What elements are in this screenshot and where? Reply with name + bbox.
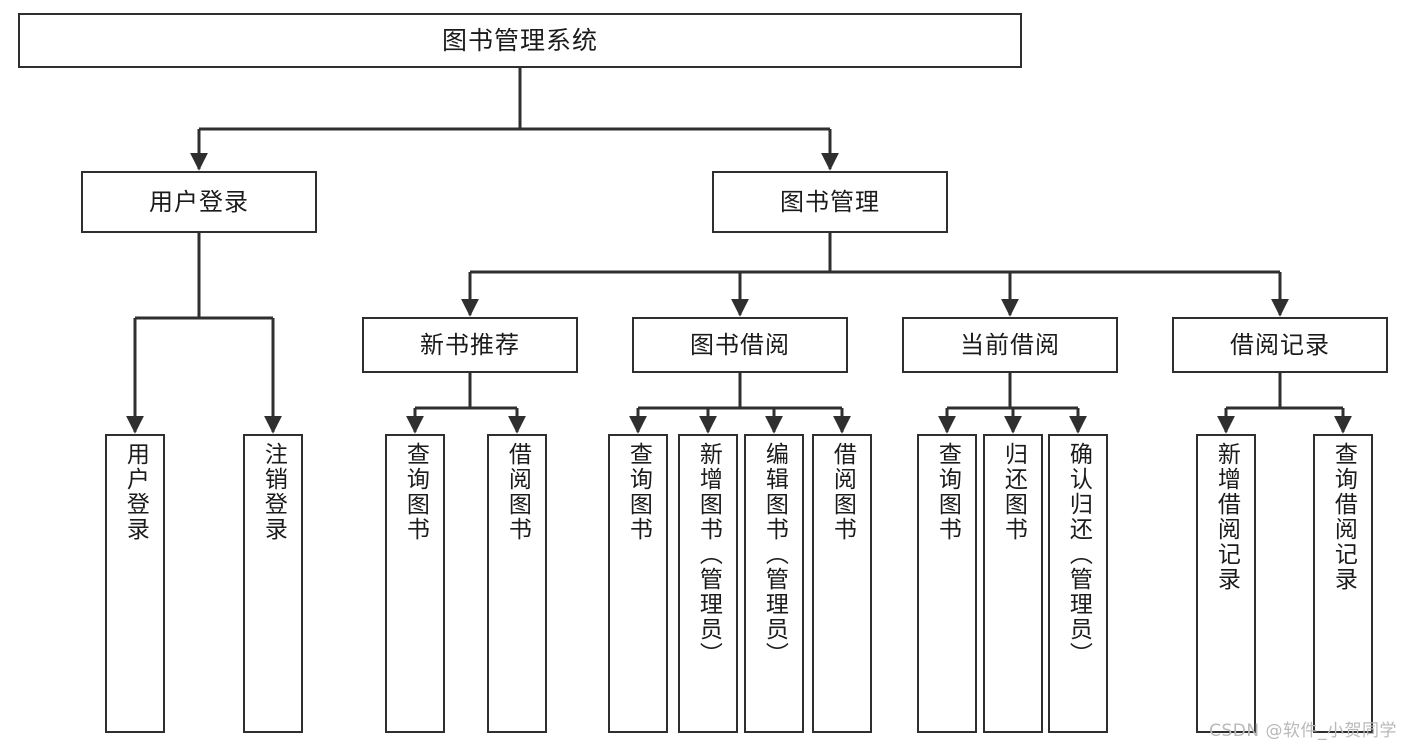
node-book-borrow[interactable]: 图书借阅 — [632, 317, 848, 373]
node-leaf-cb-query[interactable]: 查询图书 — [917, 434, 977, 733]
node-leaf-cb-confirm[interactable]: 确认归还（管理员） — [1048, 434, 1108, 733]
node-label: 查询图书 — [625, 442, 652, 542]
node-leaf-cb-return[interactable]: 归还图书 — [983, 434, 1043, 733]
node-leaf-br-add[interactable]: 新增借阅记录 — [1196, 434, 1256, 733]
node-book-manage[interactable]: 图书管理 — [712, 171, 948, 233]
node-new-book-rec[interactable]: 新书推荐 — [362, 317, 578, 373]
node-label: 查询借阅记录 — [1330, 442, 1357, 592]
node-label: 借阅图书 — [504, 442, 531, 542]
node-label: 确认归还（管理员） — [1065, 442, 1092, 667]
node-label: 当前借阅 — [960, 330, 1060, 359]
node-leaf-rec-borrow[interactable]: 借阅图书 — [487, 434, 547, 733]
node-leaf-rec-query[interactable]: 查询图书 — [385, 434, 445, 733]
node-leaf-bb-borrow[interactable]: 借阅图书 — [812, 434, 872, 733]
node-label: 归还图书 — [1000, 442, 1027, 542]
node-label: 编辑图书（管理员） — [761, 442, 788, 667]
node-root[interactable]: 图书管理系统 — [18, 13, 1022, 68]
node-label: 借阅图书 — [829, 442, 856, 542]
node-label: 注销登录 — [260, 442, 287, 542]
node-leaf-bb-edit[interactable]: 编辑图书（管理员） — [744, 434, 804, 733]
node-label: 用户登录 — [122, 442, 149, 542]
node-label: 查询图书 — [402, 442, 429, 542]
node-borrow-record[interactable]: 借阅记录 — [1172, 317, 1388, 373]
node-leaf-user-logout[interactable]: 注销登录 — [243, 434, 303, 733]
node-label: 图书管理 — [780, 187, 880, 216]
node-leaf-user-login[interactable]: 用户登录 — [105, 434, 165, 733]
node-label: 新增借阅记录 — [1213, 442, 1240, 592]
node-leaf-br-query[interactable]: 查询借阅记录 — [1313, 434, 1373, 733]
node-label: 用户登录 — [149, 187, 249, 216]
node-label: 新增图书（管理员） — [695, 442, 722, 667]
node-leaf-bb-query[interactable]: 查询图书 — [608, 434, 668, 733]
node-leaf-bb-add[interactable]: 新增图书（管理员） — [678, 434, 738, 733]
node-label: 图书借阅 — [690, 330, 790, 359]
node-current-borrow[interactable]: 当前借阅 — [902, 317, 1118, 373]
node-user-login[interactable]: 用户登录 — [81, 171, 317, 233]
node-label: 借阅记录 — [1230, 330, 1330, 359]
node-label: 新书推荐 — [420, 330, 520, 359]
node-root-label: 图书管理系统 — [441, 25, 598, 55]
watermark-text: CSDN @软件_小贺同学 — [1209, 721, 1397, 741]
node-label: 查询图书 — [934, 442, 961, 542]
